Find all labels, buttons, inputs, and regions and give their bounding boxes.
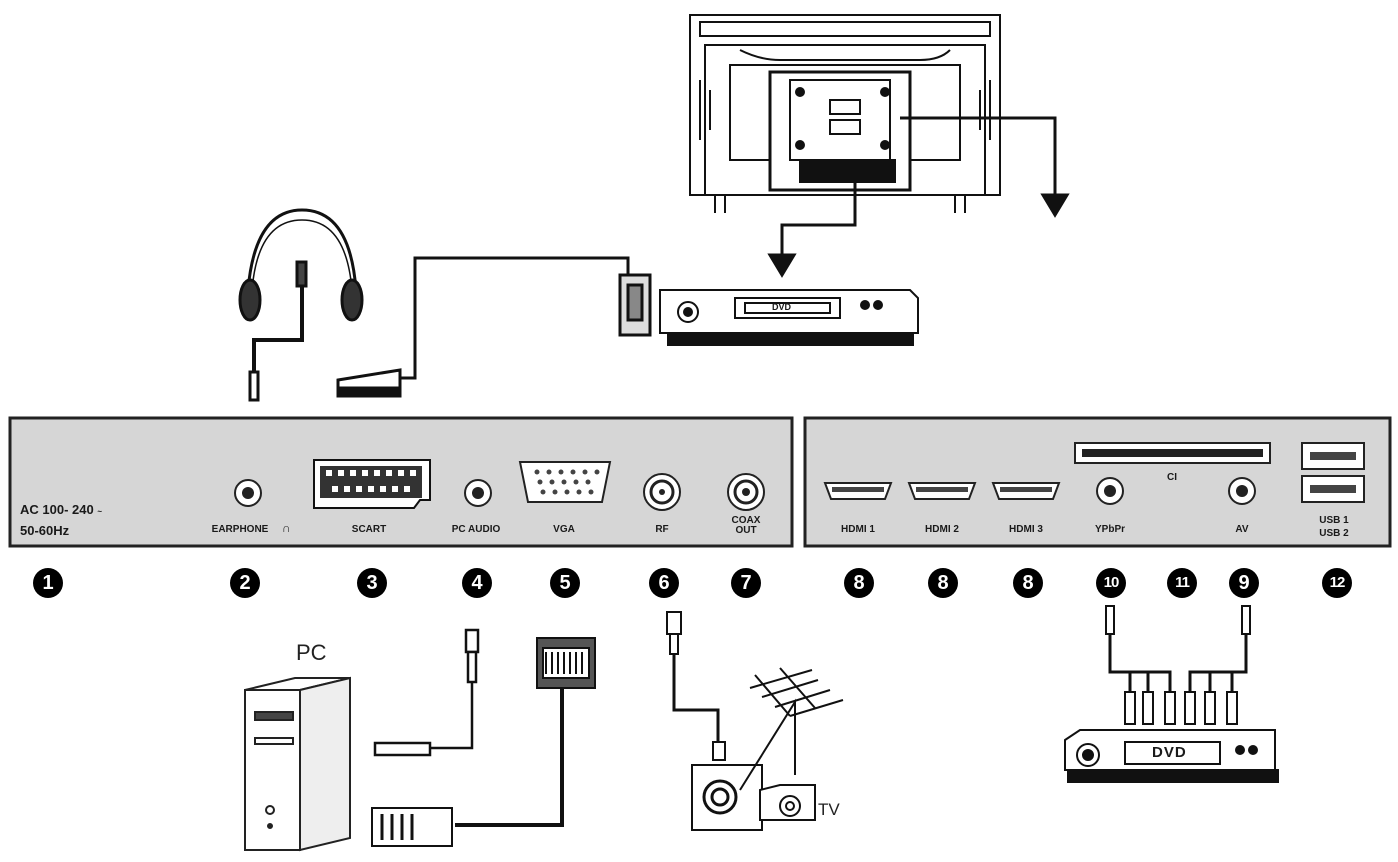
callout-number-8-hdmi3: 8 bbox=[1013, 568, 1043, 598]
callout-number-4: 4 bbox=[462, 568, 492, 598]
vga-port-label: VGA bbox=[553, 524, 575, 535]
rf-port-label: RF bbox=[655, 524, 669, 535]
hdmi1-port-label: HDMI 1 bbox=[841, 524, 875, 535]
ci-slot-label: CI bbox=[1167, 472, 1177, 483]
component-cables bbox=[1105, 605, 1251, 725]
vga-cable bbox=[371, 637, 596, 847]
callout-number-8-hdmi1: 8 bbox=[844, 568, 874, 598]
dvd-top-label: DVD bbox=[772, 302, 792, 312]
tv-rear-view bbox=[689, 14, 1001, 213]
power-voltage-text: AC 100- 240 bbox=[20, 502, 94, 517]
dvd-player-bottom bbox=[1064, 729, 1279, 783]
left-connector-panel bbox=[8, 416, 794, 548]
callout-number-11: 11 bbox=[1167, 568, 1197, 598]
power-label-frequency: 50-60Hz bbox=[20, 523, 70, 538]
power-label-voltage: AC 100- 240 ~ bbox=[20, 502, 102, 517]
earphone-port-label: EARPHONE bbox=[211, 524, 269, 535]
callout-number-12: 12 bbox=[1322, 568, 1352, 598]
callout-number-10: 10 bbox=[1096, 568, 1126, 598]
callout-number-2: 2 bbox=[230, 568, 260, 598]
callout-number-1: 1 bbox=[33, 568, 63, 598]
av-port-label: AV bbox=[1235, 524, 1249, 535]
coax-out-port-label: COAX OUT bbox=[731, 515, 761, 536]
antenna-rf-cable bbox=[666, 611, 844, 831]
scart-cable bbox=[336, 256, 652, 398]
callout-number-7: 7 bbox=[731, 568, 761, 598]
callout-number-9: 9 bbox=[1229, 568, 1259, 598]
pc-audio-port-label: PC AUDIO bbox=[451, 524, 501, 535]
dvd-bottom-label: DVD bbox=[1152, 744, 1187, 761]
power-voltage-mark: ~ bbox=[97, 507, 103, 516]
headphone-icon: ∩ bbox=[282, 521, 291, 535]
headphones-device bbox=[238, 208, 364, 402]
pc-label: PC bbox=[296, 640, 327, 665]
tv-label: TV bbox=[818, 800, 840, 819]
callout-number-3: 3 bbox=[357, 568, 387, 598]
scart-port-label: SCART bbox=[351, 524, 387, 535]
hdmi3-port-label: HDMI 3 bbox=[1009, 524, 1043, 535]
callout-number-8-hdmi2: 8 bbox=[928, 568, 958, 598]
callout-number-6: 6 bbox=[649, 568, 679, 598]
pc-tower bbox=[244, 676, 351, 852]
right-connector-panel bbox=[803, 416, 1392, 548]
tv-cable-arrows bbox=[767, 116, 1070, 278]
usb-port-label: USB 1 USB 2 bbox=[1319, 515, 1349, 539]
ypbpr-port-label: YPbPr bbox=[1094, 524, 1126, 535]
callout-number-5: 5 bbox=[550, 568, 580, 598]
dvd-player-top bbox=[659, 289, 919, 346]
pc-audio-cable bbox=[373, 628, 480, 757]
hdmi2-port-label: HDMI 2 bbox=[925, 524, 959, 535]
